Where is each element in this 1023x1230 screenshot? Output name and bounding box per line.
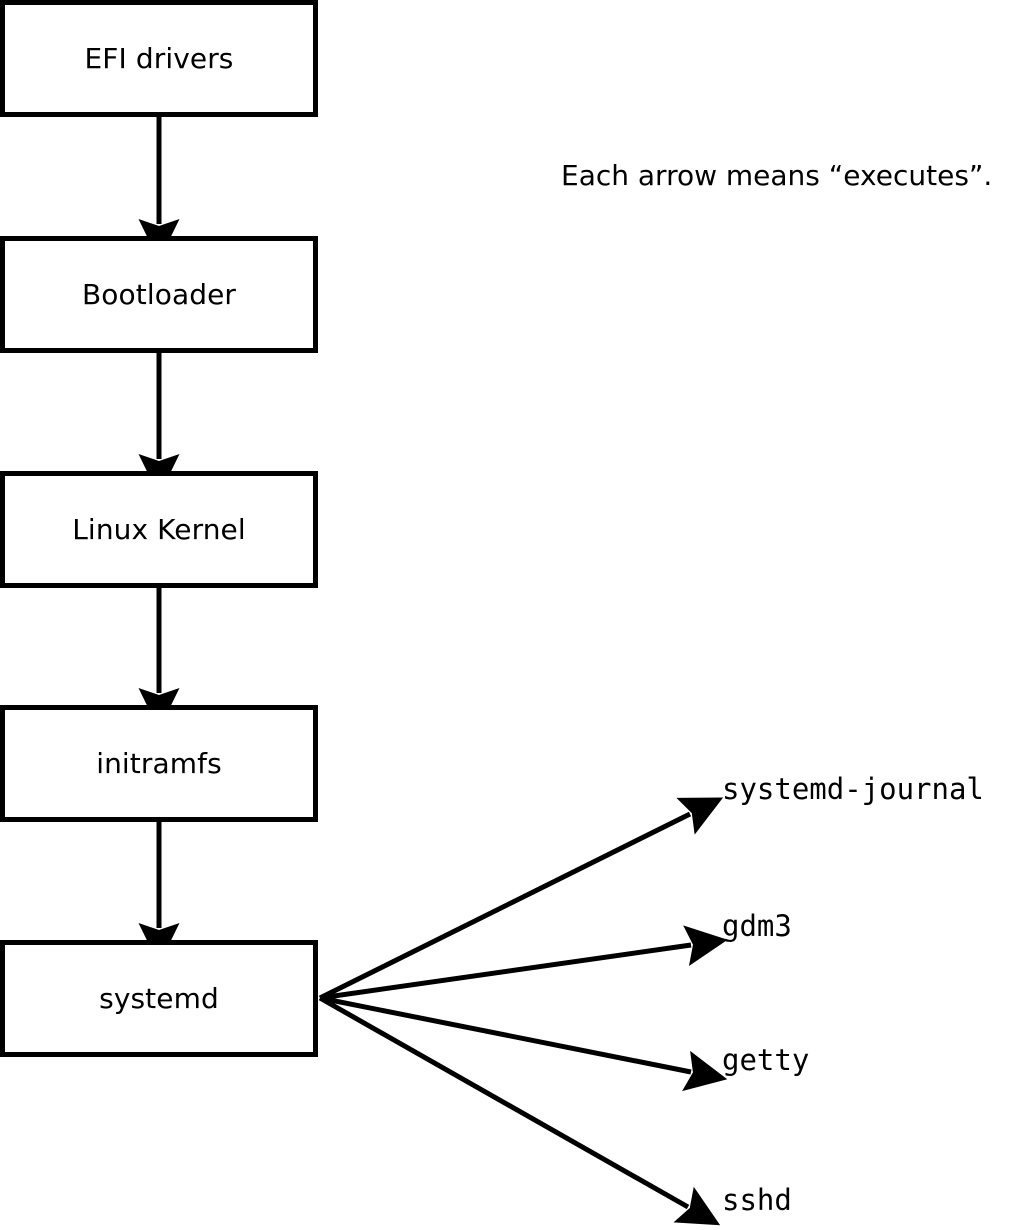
arrow-legend-note: Each arrow means “executes”. bbox=[561, 159, 993, 192]
process-box-efi-drivers: EFI drivers bbox=[0, 0, 318, 117]
process-box-label: EFI drivers bbox=[84, 41, 234, 75]
service-label-systemd-journal: systemd-journal bbox=[722, 772, 984, 806]
arrow-systemd-to-systemd-journal bbox=[318, 797, 724, 1001]
service-label-gdm3: gdm3 bbox=[722, 909, 792, 943]
arrow-systemd-to-getty bbox=[319, 995, 728, 1092]
arrow-systemd-to-sshd bbox=[318, 995, 721, 1226]
process-box-label: initramfs bbox=[96, 746, 222, 780]
systemd-fanout-arrows bbox=[318, 797, 728, 1226]
process-box-label: systemd bbox=[99, 981, 219, 1015]
arrow-systemd-to-gdm3 bbox=[319, 925, 728, 1001]
process-box-bootloader: Bootloader bbox=[0, 236, 318, 353]
process-box-initramfs: initramfs bbox=[0, 705, 318, 822]
process-box-label: Linux Kernel bbox=[72, 512, 246, 546]
process-box-systemd: systemd bbox=[0, 940, 318, 1057]
process-box-linux-kernel: Linux Kernel bbox=[0, 471, 318, 588]
process-box-label: Bootloader bbox=[81, 277, 237, 311]
service-label-getty: getty bbox=[722, 1043, 810, 1077]
service-label-sshd: sshd bbox=[722, 1183, 792, 1217]
